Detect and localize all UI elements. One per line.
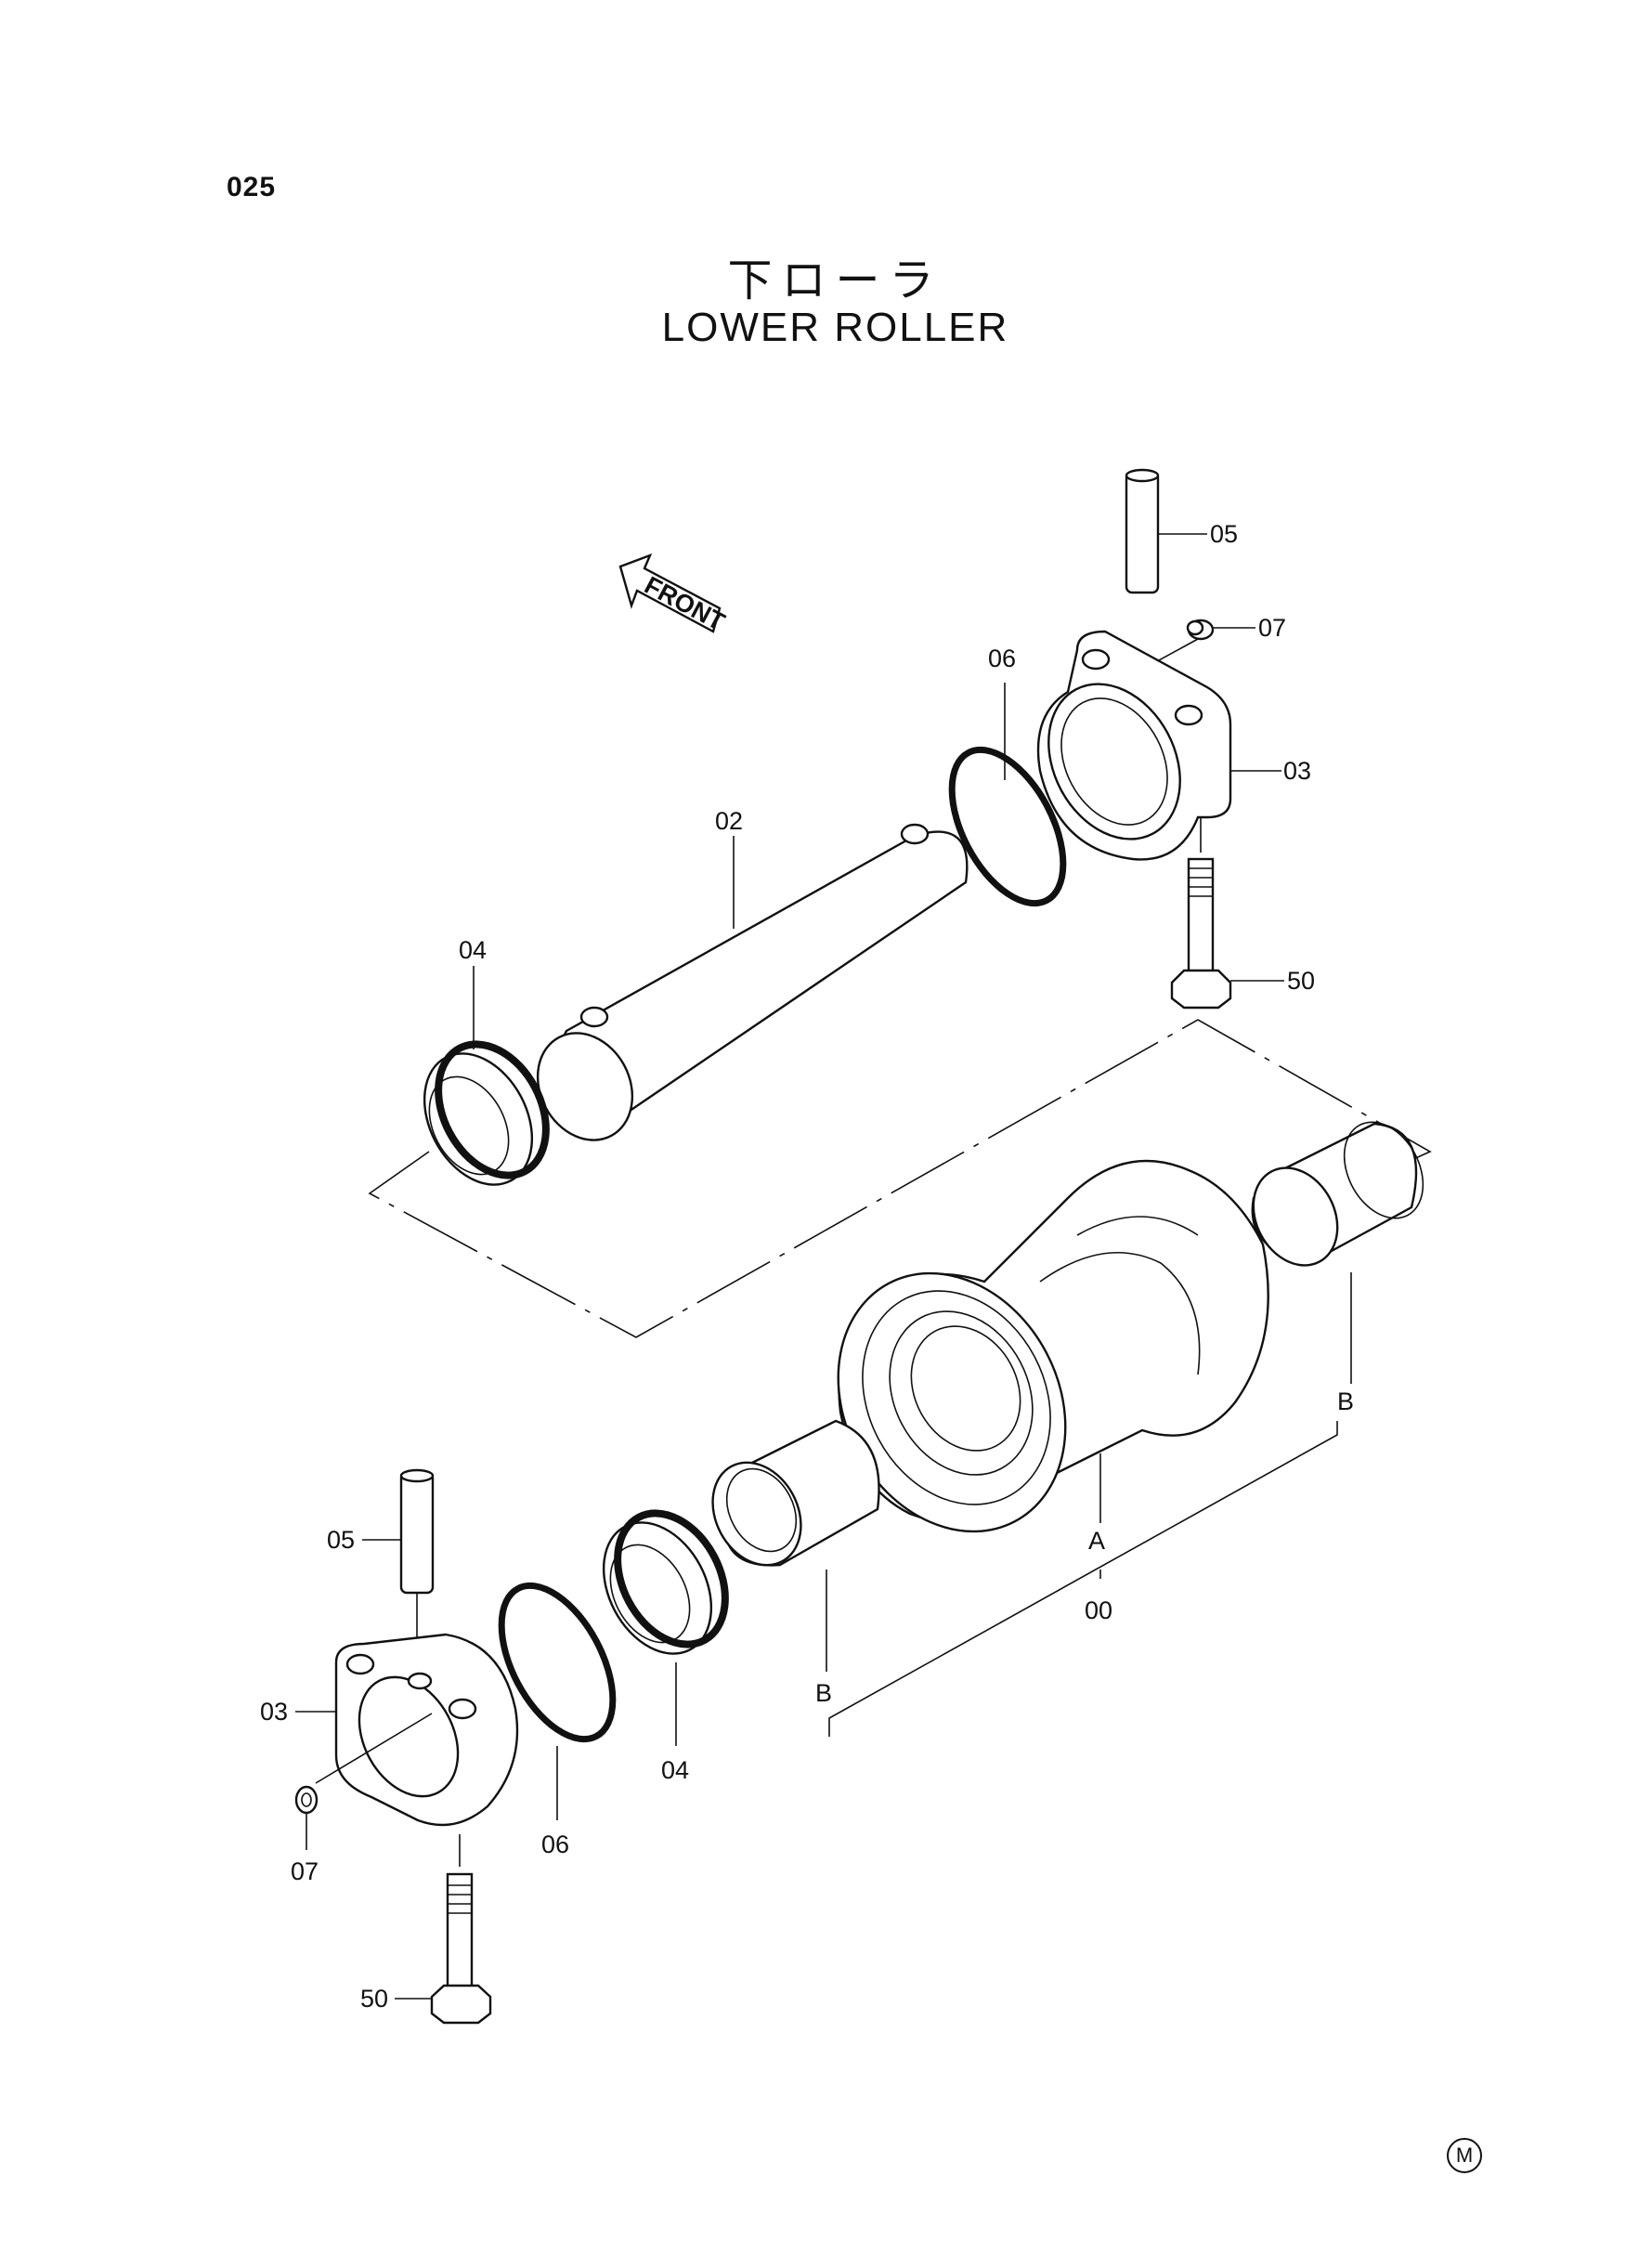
callout-collar-top: 03	[1283, 757, 1311, 785]
bushing-left-part	[711, 1419, 880, 1672]
callout-shaft: 02	[715, 807, 743, 835]
title-japanese: 下ローラ	[727, 254, 943, 306]
callout-bolt-bottom: 50	[360, 1985, 388, 2013]
front-label: FRONT	[640, 571, 730, 636]
callout-bolt-top: 50	[1287, 967, 1315, 995]
title-english: LOWER ROLLER	[661, 305, 1009, 350]
front-arrow-icon: FRONT	[618, 553, 730, 636]
callout-plug-top: 07	[1258, 614, 1286, 642]
callout-plug-bottom: 07	[291, 1857, 319, 1885]
callout-oring-bottom: 06	[541, 1831, 569, 1858]
roller-part	[837, 1159, 1269, 1533]
seal-top-part	[423, 966, 550, 1186]
collar-bottom-part	[295, 1633, 519, 1827]
callout-pin-top: 05	[1210, 520, 1238, 548]
bolt-bottom-part	[395, 1834, 492, 2025]
collar-top-part	[1036, 630, 1281, 861]
oring-top-part	[948, 683, 1067, 907]
callout-collar-bottom: 03	[260, 1698, 288, 1726]
page-number: 025	[227, 172, 277, 202]
callout-roller: A	[1088, 1527, 1105, 1555]
callout-seal-top: 04	[459, 936, 487, 964]
shaft-part	[536, 823, 969, 1141]
bushing-right-part	[1251, 1121, 1424, 1384]
plug-bottom-part	[294, 1785, 319, 1850]
callout-oring-top: 06	[988, 645, 1016, 672]
callout-bushing-left: B	[815, 1679, 832, 1707]
corner-mark: M	[1447, 2138, 1482, 2173]
callout-pin-bottom: 05	[327, 1526, 355, 1554]
pin-top-part	[1125, 468, 1207, 594]
oring-bottom-part	[498, 1582, 617, 1820]
callout-bushing-right: B	[1337, 1388, 1354, 1415]
pin-bottom-part	[362, 1468, 435, 1662]
callout-assembly: 00	[1085, 1596, 1112, 1624]
bolt-top-part	[1170, 817, 1284, 1010]
callout-seal-bottom: 04	[661, 1756, 689, 1784]
seal-bottom-part	[602, 1509, 729, 1746]
